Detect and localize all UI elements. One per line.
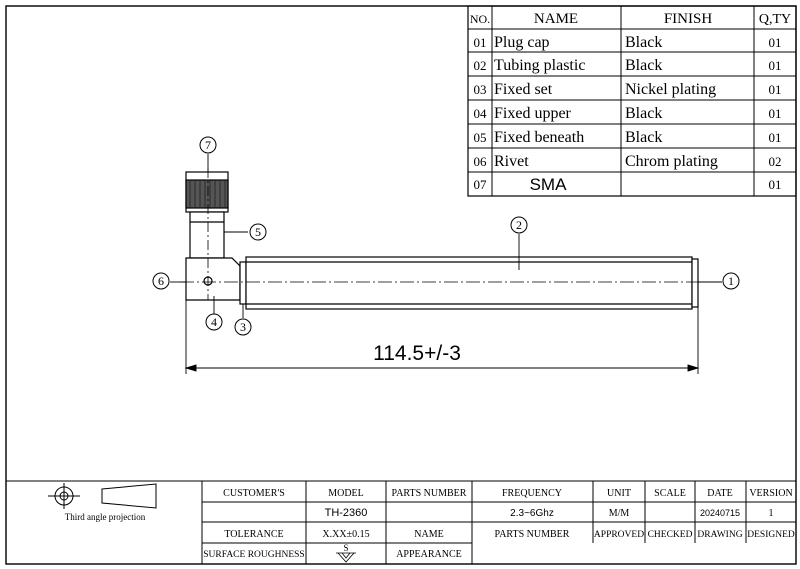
third-angle-projection-symbol (48, 483, 157, 509)
callout-3-label: 3 (240, 320, 246, 334)
bom-row-name: Rivet (494, 153, 529, 170)
callout-6-label: 6 (158, 274, 164, 288)
parts-number-label-2: PARTS NUMBER (495, 529, 570, 540)
bom-row-name: SMA (530, 175, 568, 194)
unit-label: UNIT (607, 488, 631, 499)
dimension-label: 114.5+/-3 (373, 342, 461, 365)
bom-row-qty: 01 (769, 58, 782, 73)
callout-1 (722, 272, 740, 290)
callout-7 (199, 136, 217, 154)
frequency-value: 2.3~6Ghz (510, 508, 554, 519)
bom-row-no: 04 (474, 106, 488, 121)
bom-row-finish: Black (625, 129, 662, 146)
bom-row-qty: 01 (769, 82, 782, 97)
callout-7-label: 7 (205, 138, 211, 152)
bom-row-qty: 01 (769, 177, 782, 192)
callout-2-label: 2 (516, 218, 522, 232)
bom-table: NO. NAME FINISH Q,TY 01 Plug cap Black 0… (467, 5, 797, 197)
bom-row-no: 07 (474, 177, 488, 192)
parts-number-label: PARTS NUMBER (392, 488, 467, 499)
bom-row-no: 06 (474, 154, 488, 169)
fixed-set (239, 261, 247, 305)
callout-1-label: 1 (728, 274, 734, 288)
bom-row-qty: 01 (769, 106, 782, 121)
bom-row-finish: Black (625, 105, 662, 122)
unit-value: M/M (609, 508, 630, 519)
tubing-plastic (245, 256, 693, 310)
bom-row-name: Plug cap (494, 34, 550, 51)
callouts (170, 154, 722, 318)
bom-row-name: Fixed beneath (494, 129, 584, 146)
version-label: VERSION (749, 488, 792, 499)
callout-3 (234, 318, 252, 336)
surface-roughness-label: SURFACE ROUGHNESS (203, 550, 304, 560)
name-label: NAME (414, 529, 443, 540)
bom-header-no: NO. (470, 12, 490, 26)
antenna-part (180, 168, 700, 310)
bom-row-name: Fixed set (494, 81, 553, 98)
projection-label: Third angle projection (65, 512, 146, 522)
bom-header-name: NAME (534, 11, 578, 27)
model-label: MODEL (328, 488, 364, 499)
bom-row-qty: 01 (769, 130, 782, 145)
knurled-nut (185, 179, 229, 209)
bom-row-finish: Black (625, 34, 662, 51)
drawing-label: DRAWING (697, 530, 742, 540)
approved-label: APPROVED (594, 530, 644, 540)
callout-2 (510, 216, 528, 234)
frequency-label: FREQUENCY (502, 488, 562, 499)
bom-row-finish: Nickel plating (625, 81, 716, 98)
callout-4 (205, 313, 223, 331)
surface-symbol: S (343, 543, 348, 553)
bom-row-no: 03 (474, 82, 487, 97)
bom-row-qty: 01 (769, 35, 782, 50)
version-value: 1 (769, 508, 774, 519)
checked-label: CHECKED (648, 530, 693, 540)
surface-roughness-symbol (336, 552, 356, 563)
length-dimension (184, 300, 700, 374)
bom-row-no: 02 (474, 58, 487, 73)
bom-header-finish: FINISH (664, 11, 713, 27)
bom-row-finish: Chrom plating (625, 153, 718, 170)
fixed-beneath (189, 211, 225, 259)
callout-5-label: 5 (255, 225, 261, 239)
designed-label: DESIGNED (747, 530, 795, 540)
bom-row-qty: 02 (769, 154, 782, 169)
scale-label: SCALE (654, 488, 686, 499)
plug-cap (691, 258, 699, 308)
bom-row-no: 05 (474, 130, 487, 145)
customers-label: CUSTOMER'S (223, 488, 285, 499)
appearance-label: APPEARANCE (396, 549, 462, 560)
callout-4-label: 4 (211, 315, 217, 329)
title-block (5, 480, 797, 565)
model-value: TH-2360 (325, 507, 368, 519)
date-value: 20240715 (700, 508, 740, 518)
bom-row-name: Tubing plastic (494, 57, 585, 74)
callout-5 (249, 223, 267, 241)
bom-row-no: 01 (474, 35, 487, 50)
bom-row-name: Fixed upper (494, 105, 572, 122)
tolerance-label: TOLERANCE (224, 529, 283, 540)
callout-6 (152, 272, 170, 290)
hinge-block (185, 257, 241, 301)
bom-row-finish: Black (625, 57, 662, 74)
date-label: DATE (707, 488, 733, 499)
tolerance-value: X.XX±0.15 (322, 529, 369, 540)
bom-header-qty: Q,TY (759, 12, 791, 27)
